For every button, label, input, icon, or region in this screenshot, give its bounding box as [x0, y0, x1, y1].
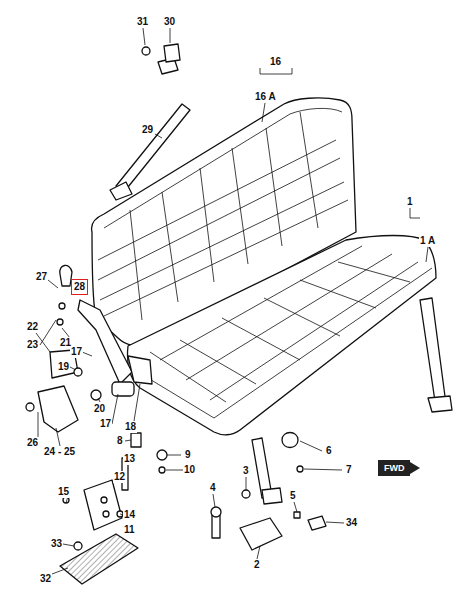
callout-number: 34	[345, 517, 358, 529]
callout-number: 9	[184, 449, 192, 461]
callout-number: 15	[57, 486, 70, 498]
callout-number: 10	[183, 464, 196, 476]
callout-number: 16 A	[254, 91, 277, 103]
callout-number: 11	[123, 524, 136, 536]
callout-number: 19	[57, 361, 70, 373]
callout-number: 31	[136, 16, 149, 28]
callout-number: 12	[113, 471, 126, 483]
callout-number: 1	[406, 196, 414, 208]
callout-number: 28	[74, 281, 85, 292]
callout-number: 1 A	[419, 235, 436, 247]
callout-number: 27	[35, 271, 48, 283]
callout-number: 7	[345, 464, 353, 476]
callout-number: 32	[39, 573, 52, 585]
callout-number: 20	[93, 403, 106, 415]
callout-number: 4	[209, 482, 217, 494]
callout-number: 17	[99, 418, 112, 430]
callout-number: 30	[163, 16, 176, 28]
callout-number: 33	[50, 538, 63, 550]
callout-number: 13	[123, 453, 136, 465]
direction-tag: FWD	[383, 462, 406, 474]
callout-number: 18	[124, 421, 137, 433]
callout-number: 3	[242, 465, 250, 477]
callout-number: 14	[123, 509, 136, 521]
callout-number: 17	[70, 346, 83, 358]
callout-number: 26	[26, 437, 39, 449]
callout-number: 23	[26, 339, 39, 351]
callout-number: 16	[269, 56, 282, 68]
callout-number: 29	[141, 124, 154, 136]
callout-number: 8	[116, 435, 124, 447]
callout-number: 5	[289, 490, 297, 502]
callout-number: 6	[325, 445, 333, 457]
callout-number: 22	[26, 321, 39, 333]
callout-number: 2	[253, 559, 261, 571]
callout-number: 24 - 25	[43, 446, 76, 458]
highlight-box: 28	[71, 279, 88, 295]
